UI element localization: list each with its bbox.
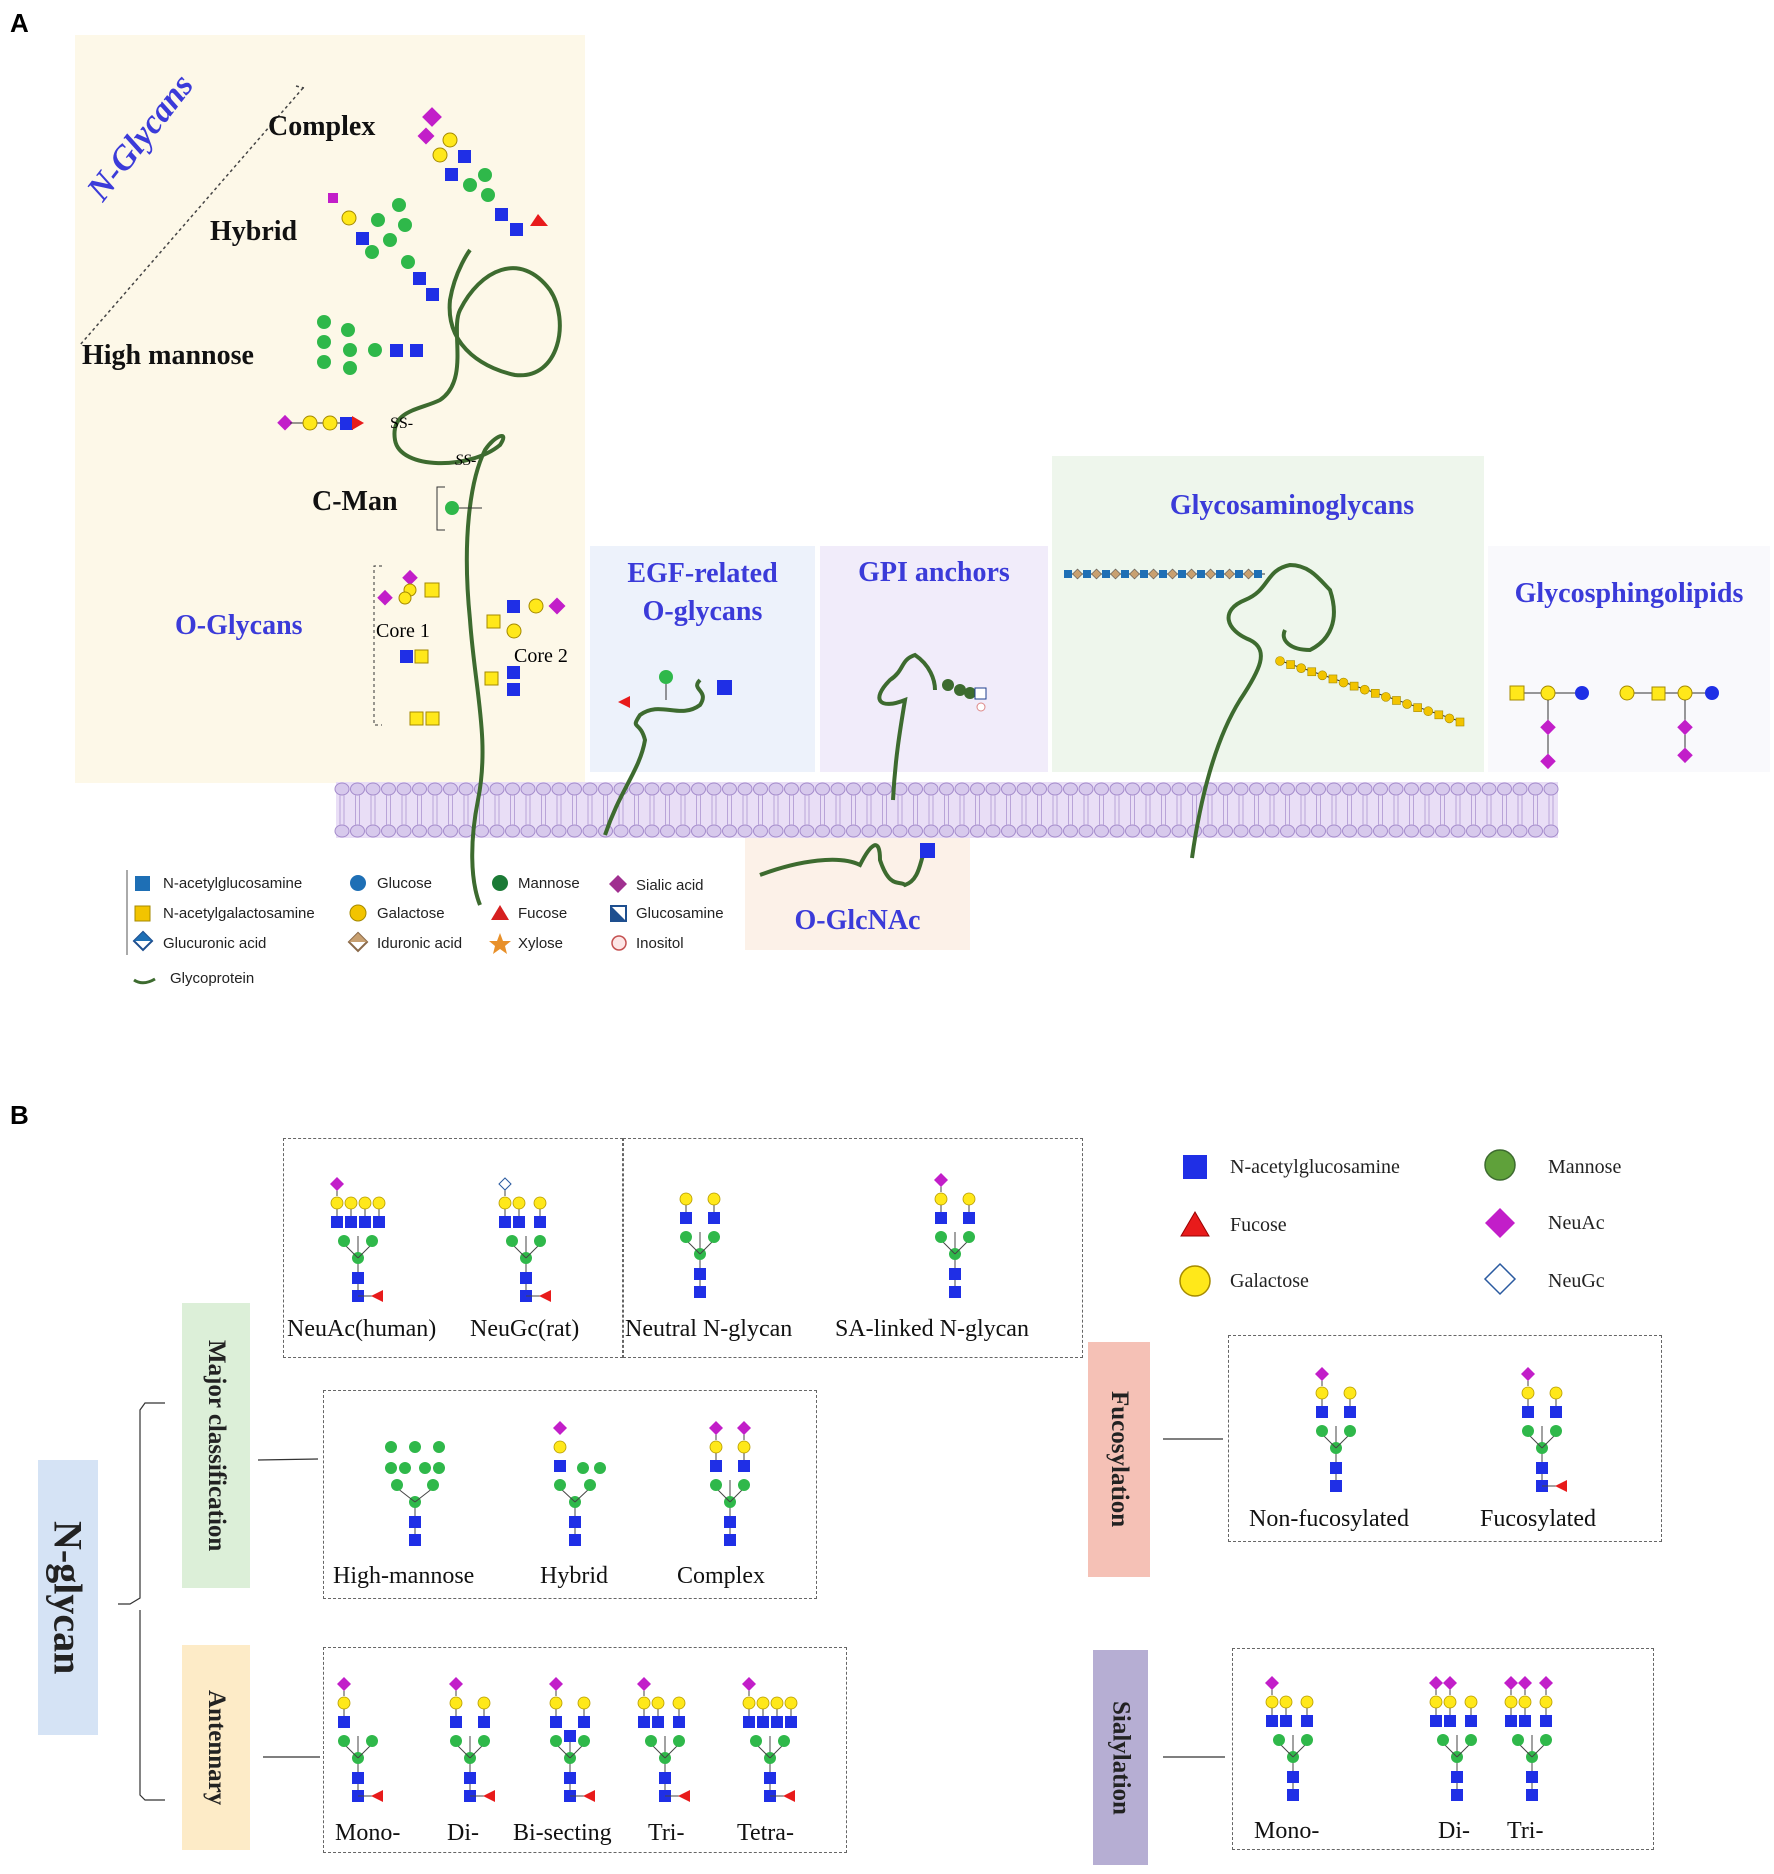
glycoprotein-chain-main	[392, 248, 562, 906]
ss-bond-label-2: SS-	[455, 452, 477, 469]
legend-b-neugc: NeuGc	[1548, 1270, 1605, 1292]
caption-fucosylated: Fucosylated	[1480, 1506, 1596, 1532]
caption-sia-di: Di-	[1438, 1818, 1470, 1844]
caption-ant-mono: Mono-	[335, 1820, 401, 1846]
major-classification-label: Major classification	[182, 1303, 250, 1588]
legend-a-galactose: Galactose	[377, 905, 445, 922]
gsl-glycans	[1509, 685, 1719, 770]
hybrid-n-glycan	[328, 193, 439, 301]
legend-a-glcnac: N-acetylglucosamine	[163, 875, 303, 892]
legend-b-mannose: Mannose	[1548, 1156, 1622, 1178]
legend-a-sialic: Sialic acid	[636, 877, 704, 894]
caption-sia-tri: Tri-	[1507, 1818, 1544, 1844]
caption-hybrid: Hybrid	[540, 1563, 608, 1589]
caption-neuac-human: NeuAc(human)	[287, 1316, 437, 1342]
gpi-title: GPI anchors	[858, 557, 1010, 588]
legend-b-glcnac: N-acetylglucosamine	[1230, 1156, 1400, 1178]
gsl-region	[1488, 546, 1770, 772]
legend-a-glucosamine: Glucosamine	[636, 905, 724, 922]
antennary-label: Antennary	[182, 1645, 250, 1850]
ss-bond-label-1: SS-	[390, 415, 414, 432]
ss-linked-glycan	[277, 414, 364, 431]
egf-title: EGF-related O-glycans	[590, 555, 815, 631]
caption-neugc-rat: NeuGc(rat)	[470, 1316, 580, 1342]
caption-ant-bisecting: Bi-secting	[513, 1820, 612, 1846]
caption-high-mannose: High-mannose	[333, 1563, 475, 1589]
legend-a-galnac: N-acetylgalactosamine	[163, 905, 315, 922]
gag-chain-top	[1064, 568, 1265, 580]
core-1-label: Core 1	[376, 620, 430, 642]
caption-ant-tetra: Tetra-	[737, 1820, 794, 1846]
gag-chain-diag	[1275, 656, 1465, 727]
hybrid-label: Hybrid	[210, 216, 298, 247]
n-o-glycan-region	[75, 35, 585, 783]
legend-a-glycoprotein: Glycoprotein	[170, 970, 255, 987]
o-glycans-title: O-Glycans	[175, 610, 303, 641]
gsl-title: Glycosphingolipids	[1514, 578, 1744, 609]
gag-title: Glycosaminoglycans	[1169, 490, 1415, 521]
legend-a-glucuronic: Glucuronic acid	[163, 935, 267, 952]
caption-ant-di: Di-	[447, 1820, 479, 1846]
legend-a-glucose: Glucose	[377, 875, 433, 892]
legend-a-icons	[126, 870, 627, 985]
c-man-label: C-Man	[312, 486, 398, 517]
high-mannose-label: High mannose	[82, 340, 254, 371]
legend-b-neuac: NeuAc	[1548, 1212, 1605, 1234]
caption-sia-mono: Mono-	[1254, 1818, 1320, 1844]
fucosylation-box	[1228, 1335, 1662, 1542]
panel-b-letter: B	[10, 1100, 29, 1130]
legend-a-fucose: Fucose	[518, 905, 568, 922]
legend-a-xylose: Xylose	[518, 935, 564, 952]
caption-sa-linked: SA-linked N-glycan	[835, 1316, 1029, 1342]
core-2-label: Core 2	[514, 645, 568, 667]
glycoprotein-chain-oglcnac	[759, 843, 927, 888]
oglcnac-title: O-GlcNAc	[794, 905, 921, 936]
caption-ant-tri: Tri-	[648, 1820, 685, 1846]
panel-a-letter: A	[10, 8, 29, 38]
egf-title-line1: EGF-related	[627, 558, 778, 589]
caption-non-fucosylated: Non-fucosylated	[1249, 1506, 1409, 1532]
legend-b-galactose: Galactose	[1230, 1270, 1309, 1292]
egf-region	[590, 546, 815, 772]
sialylation-box	[1232, 1648, 1654, 1850]
glycoprotein-chain-egf	[603, 678, 705, 836]
legend-a-iduronic: Iduronic acid	[377, 935, 463, 952]
legend-a-mannose: Mannose	[518, 875, 580, 892]
species-box	[283, 1138, 623, 1358]
gag-region	[1052, 456, 1484, 772]
antennary-box	[323, 1647, 847, 1853]
gpi-glycans	[942, 679, 987, 712]
legend-a-inositol: Inositol	[636, 935, 684, 952]
caption-neutral: Neutral N-glycan	[625, 1316, 793, 1342]
fucosylation-label: Fucosylation	[1088, 1342, 1150, 1577]
c-man-glycan	[436, 486, 482, 531]
glycoprotein-chain-gpi	[877, 652, 937, 801]
complex-n-glycan	[417, 107, 548, 236]
caption-complex: Complex	[677, 1563, 765, 1589]
egf-title-line2: O-glycans	[642, 596, 763, 627]
high-mannose-n-glycan	[317, 315, 423, 375]
o-glycan-cores	[377, 569, 566, 726]
sialylation-label: Sialylation	[1093, 1650, 1148, 1865]
gpi-region	[820, 546, 1048, 772]
oglcnac-sugar	[920, 843, 935, 858]
egf-glycans	[618, 670, 732, 708]
n-glycan-root-label: N-glycan	[38, 1460, 98, 1735]
complex-label: Complex	[268, 111, 376, 142]
legend-b-fucose: Fucose	[1230, 1214, 1287, 1236]
glycoprotein-chain-gag	[1190, 562, 1336, 859]
